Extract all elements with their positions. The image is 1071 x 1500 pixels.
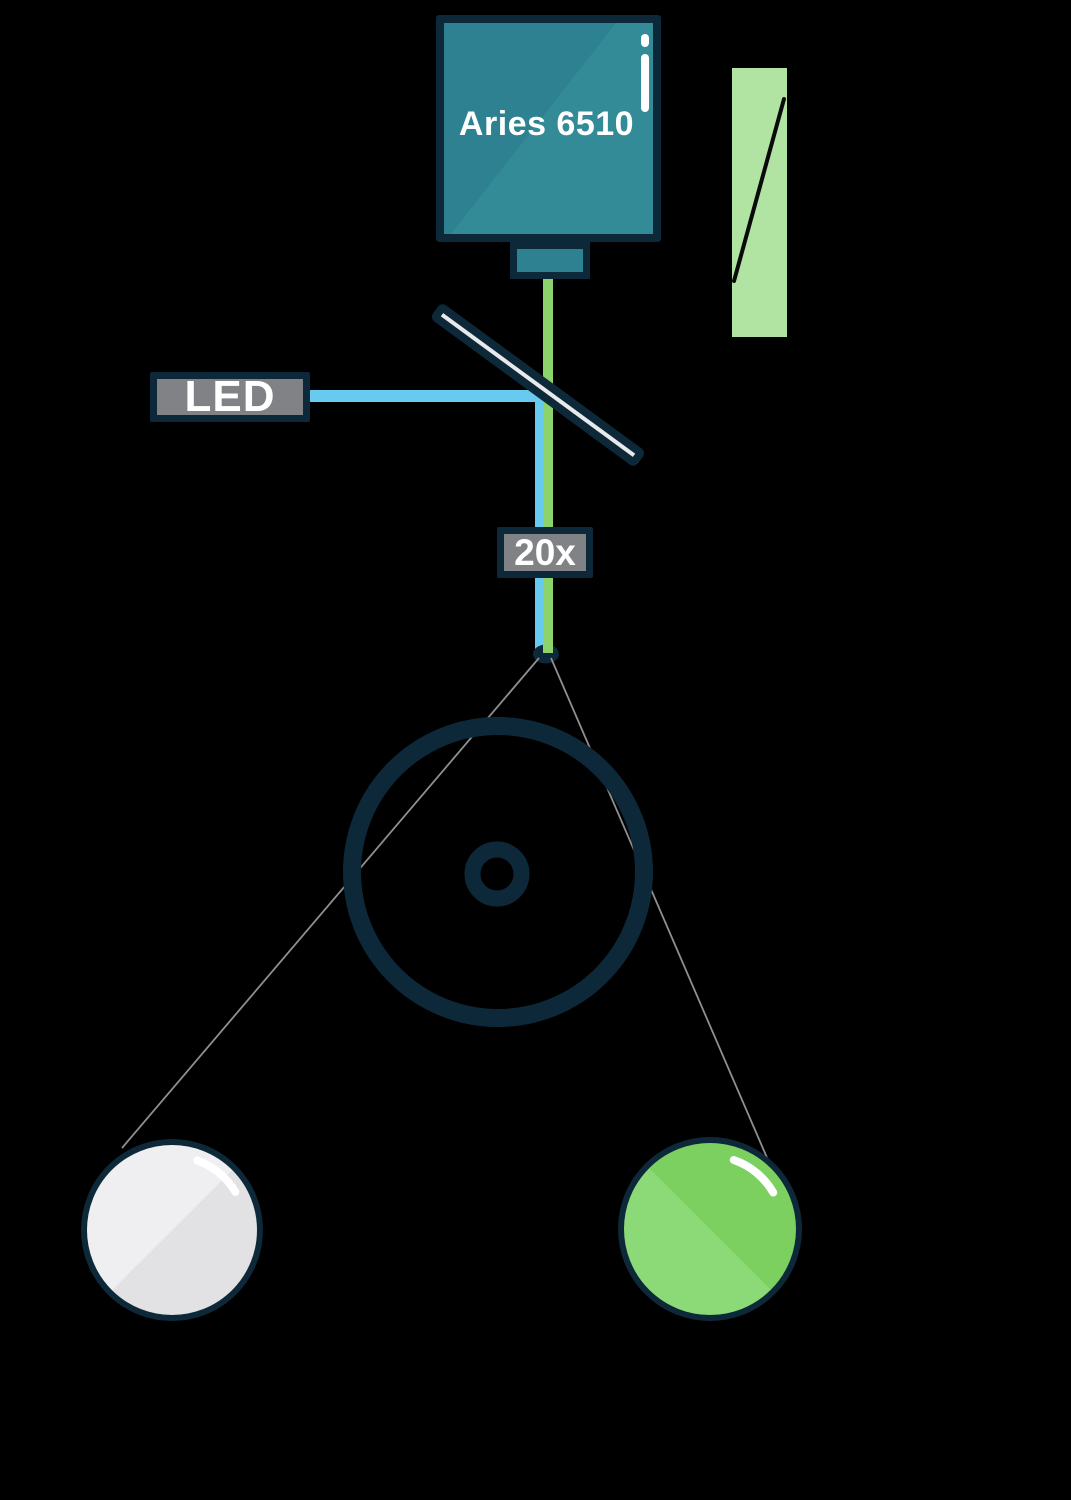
led-label: LED [184, 372, 276, 421]
led-box: LED [150, 372, 310, 422]
sample-bead-outline [464, 841, 530, 907]
light-cone-right-line [550, 657, 769, 1161]
fluorescent-bead-highlight-icon [729, 1156, 778, 1197]
filter-spectrum-line-icon [732, 97, 786, 283]
camera-label: Aries 6510 [458, 105, 635, 143]
plain-bead-highlight-icon [193, 1156, 240, 1196]
emission-beam [543, 278, 553, 653]
sample-dish-outline [343, 717, 653, 1027]
camera-body: Aries 6510 [436, 15, 661, 242]
camera-mount [510, 242, 590, 279]
excitation-beam-horizontal [305, 390, 541, 402]
plain-bead [81, 1139, 263, 1321]
indicator-stem [641, 54, 649, 112]
objective-label: 20x [514, 532, 576, 573]
excitation-beam-vertical [535, 394, 545, 655]
objective-label-box: 20x [497, 527, 593, 578]
dichroic-mirror [431, 304, 645, 466]
filter-panel [732, 68, 787, 337]
fluorescent-bead [618, 1137, 802, 1321]
indicator-dot [641, 34, 649, 47]
light-cone-left-line [121, 657, 540, 1149]
